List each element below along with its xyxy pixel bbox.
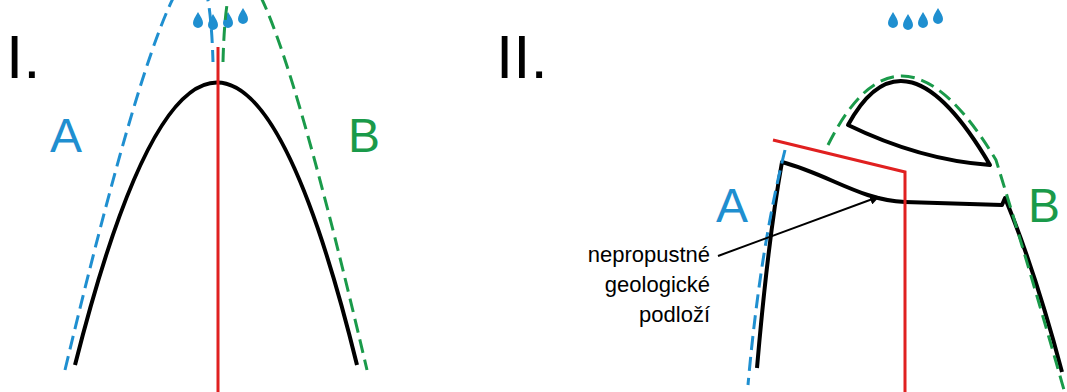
area-letter: B — [1028, 182, 1060, 230]
watershed-b — [223, 0, 367, 370]
divide-line — [773, 140, 905, 392]
watershed-a — [748, 150, 785, 385]
figure-number: II. — [496, 26, 548, 88]
figure-number: I. — [6, 26, 40, 88]
hill-profile — [757, 162, 1062, 372]
area-letter: A — [716, 182, 748, 230]
area-letter: B — [348, 112, 380, 160]
rain-drops — [193, 8, 248, 30]
rain-drops — [888, 8, 943, 30]
callout-note: nepropustné geologické podloží — [560, 240, 710, 330]
permeable-cap — [848, 81, 990, 165]
area-letter: A — [50, 112, 82, 160]
divide-line — [217, 47, 220, 392]
watershed-b — [828, 76, 1064, 390]
hill-profile — [75, 83, 357, 366]
watershed-a — [65, 0, 213, 370]
